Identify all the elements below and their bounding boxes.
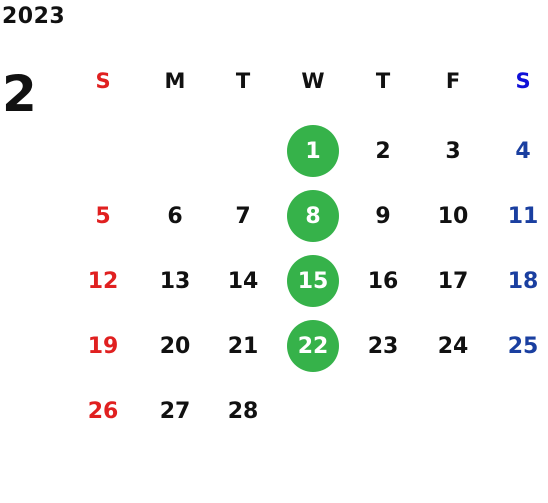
weekday-saturday: S <box>515 69 531 93</box>
day-11[interactable]: 11 <box>507 203 539 229</box>
day-18[interactable]: 18 <box>507 268 539 294</box>
day-6[interactable]: 6 <box>167 203 183 229</box>
day-7[interactable]: 7 <box>235 203 251 229</box>
day-20[interactable]: 20 <box>159 333 191 359</box>
day-21[interactable]: 21 <box>227 333 259 359</box>
day-28[interactable]: 28 <box>227 398 259 424</box>
day-4[interactable]: 4 <box>515 138 531 164</box>
day-9[interactable]: 9 <box>375 203 391 229</box>
weekday-thursday: T <box>375 69 391 93</box>
day-2[interactable]: 2 <box>375 138 391 164</box>
day-5[interactable]: 5 <box>95 203 111 229</box>
day-13[interactable]: 13 <box>159 268 191 294</box>
weekday-wednesday: W <box>301 69 325 93</box>
day-17[interactable]: 17 <box>437 268 469 294</box>
day-25[interactable]: 25 <box>507 333 539 359</box>
year-label: 2023 <box>2 4 66 29</box>
day-22[interactable]: 22 <box>287 320 339 372</box>
day-10[interactable]: 10 <box>437 203 469 229</box>
weekday-tuesday: T <box>235 69 251 93</box>
day-27[interactable]: 27 <box>159 398 191 424</box>
day-3[interactable]: 3 <box>445 138 461 164</box>
day-26[interactable]: 26 <box>87 398 119 424</box>
day-24[interactable]: 24 <box>437 333 469 359</box>
weekday-monday: M <box>164 69 186 93</box>
day-12[interactable]: 12 <box>87 268 119 294</box>
day-8[interactable]: 8 <box>287 190 339 242</box>
day-15[interactable]: 15 <box>287 255 339 307</box>
weekday-friday: F <box>445 69 461 93</box>
day-23[interactable]: 23 <box>367 333 399 359</box>
day-1[interactable]: 1 <box>287 125 339 177</box>
day-16[interactable]: 16 <box>367 268 399 294</box>
month-label: 2 <box>2 65 37 123</box>
day-19[interactable]: 19 <box>87 333 119 359</box>
weekday-sunday: S <box>95 69 111 93</box>
day-14[interactable]: 14 <box>227 268 259 294</box>
